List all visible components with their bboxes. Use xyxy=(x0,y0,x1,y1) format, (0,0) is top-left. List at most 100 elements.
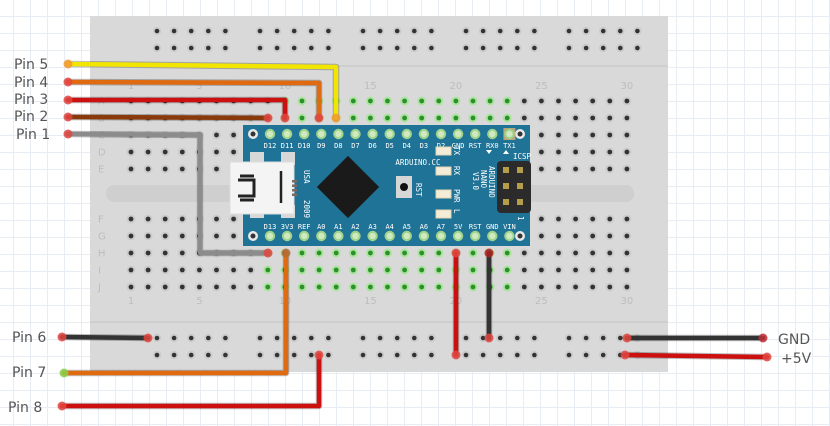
breadboard-hole[interactable] xyxy=(350,115,356,121)
rail-hole[interactable] xyxy=(583,352,589,358)
wire-pin2[interactable] xyxy=(65,114,271,121)
breadboard-hole[interactable] xyxy=(521,98,527,104)
wire-pin6-endpoint[interactable] xyxy=(143,333,153,343)
breadboard-hole[interactable] xyxy=(470,98,476,104)
breadboard-hole[interactable] xyxy=(607,250,613,256)
rail-hole[interactable] xyxy=(154,45,160,51)
rail-hole[interactable] xyxy=(618,28,623,34)
rail-hole[interactable] xyxy=(394,28,400,34)
wire-pin8-endpoint[interactable] xyxy=(57,401,67,411)
wire-5v-to-rail-endpoint[interactable] xyxy=(451,350,461,360)
wire-5v-to-rail-endpoint[interactable] xyxy=(451,248,461,258)
wire-pin4-endpoint[interactable] xyxy=(63,77,73,87)
breadboard-hole[interactable] xyxy=(248,267,254,273)
breadboard-hole[interactable] xyxy=(214,267,219,273)
breadboard-hole[interactable] xyxy=(624,216,630,222)
breadboard-hole[interactable] xyxy=(333,250,339,256)
wire-pin5[interactable] xyxy=(65,61,339,121)
breadboard-hole[interactable] xyxy=(299,284,305,290)
breadboard-hole[interactable] xyxy=(521,267,527,273)
rail-hole[interactable] xyxy=(583,335,589,341)
breadboard-hole[interactable] xyxy=(385,115,390,121)
breadboard-hole[interactable] xyxy=(419,98,425,104)
breadboard-hole[interactable] xyxy=(145,166,151,172)
breadboard-hole[interactable] xyxy=(607,216,613,222)
breadboard-hole[interactable] xyxy=(607,284,613,290)
rail-hole[interactable] xyxy=(171,335,177,341)
rail-hole[interactable] xyxy=(274,45,280,51)
rail-hole[interactable] xyxy=(497,335,503,341)
breadboard-hole[interactable] xyxy=(504,267,510,273)
rail-hole[interactable] xyxy=(583,28,589,34)
rail-hole[interactable] xyxy=(154,28,160,34)
breadboard-hole[interactable] xyxy=(419,267,425,273)
rail-hole[interactable] xyxy=(463,335,469,341)
rail-hole[interactable] xyxy=(600,45,606,51)
breadboard-hole[interactable] xyxy=(573,149,578,155)
wire-gnd-endpoint[interactable] xyxy=(622,333,632,343)
breadboard-hole[interactable] xyxy=(556,216,561,222)
rail-hole[interactable] xyxy=(154,335,160,341)
rail-hole[interactable] xyxy=(429,45,434,51)
wire-pin3-endpoint[interactable] xyxy=(63,95,73,105)
reset-button-cap[interactable] xyxy=(400,183,408,191)
rail-hole[interactable] xyxy=(463,352,469,358)
breadboard-hole[interactable] xyxy=(573,166,578,172)
breadboard-hole[interactable] xyxy=(419,115,425,121)
rail-hole[interactable] xyxy=(463,28,469,34)
breadboard-hole[interactable] xyxy=(470,284,476,290)
rail-hole[interactable] xyxy=(532,28,537,34)
breadboard-hole[interactable] xyxy=(162,284,168,290)
breadboard-hole[interactable] xyxy=(128,250,134,256)
breadboard-hole[interactable] xyxy=(350,284,356,290)
breadboard-hole[interactable] xyxy=(607,267,613,273)
breadboard-hole[interactable] xyxy=(436,98,442,104)
rail-hole[interactable] xyxy=(480,28,486,34)
rail-hole[interactable] xyxy=(326,352,331,358)
rail-hole[interactable] xyxy=(206,45,211,51)
breadboard-hole[interactable] xyxy=(521,284,527,290)
breadboard-hole[interactable] xyxy=(231,132,237,138)
breadboard-hole[interactable] xyxy=(624,132,630,138)
rail-hole[interactable] xyxy=(223,45,228,51)
breadboard-hole[interactable] xyxy=(368,267,373,273)
breadboard-hole[interactable] xyxy=(419,284,425,290)
breadboard-hole[interactable] xyxy=(265,267,271,273)
breadboard-hole[interactable] xyxy=(487,98,493,104)
breadboard-hole[interactable] xyxy=(299,267,305,273)
wire-pin1[interactable] xyxy=(65,131,271,256)
rail-hole[interactable] xyxy=(412,45,417,51)
breadboard-hole[interactable] xyxy=(607,149,613,155)
rail-hole[interactable] xyxy=(377,45,383,51)
breadboard-hole[interactable] xyxy=(556,284,561,290)
rail-hole[interactable] xyxy=(566,335,572,341)
breadboard-hole[interactable] xyxy=(539,216,544,222)
breadboard-hole[interactable] xyxy=(607,98,613,104)
breadboard-hole[interactable] xyxy=(128,267,134,273)
rail-hole[interactable] xyxy=(206,352,211,358)
rail-hole[interactable] xyxy=(600,28,606,34)
rail-hole[interactable] xyxy=(618,335,623,341)
rail-hole[interactable] xyxy=(257,352,263,358)
breadboard-hole[interactable] xyxy=(402,267,407,273)
breadboard-hole[interactable] xyxy=(624,233,630,239)
rail-hole[interactable] xyxy=(497,45,503,51)
breadboard-hole[interactable] xyxy=(368,284,373,290)
breadboard-hole[interactable] xyxy=(504,284,510,290)
breadboard-hole[interactable] xyxy=(607,166,613,172)
rail-hole[interactable] xyxy=(326,335,331,341)
rail-hole[interactable] xyxy=(326,28,331,34)
breadboard-hole[interactable] xyxy=(299,250,305,256)
rail-hole[interactable] xyxy=(532,45,537,51)
breadboard-hole[interactable] xyxy=(590,149,596,155)
rail-hole[interactable] xyxy=(171,28,177,34)
rail-hole[interactable] xyxy=(532,352,537,358)
rail-hole[interactable] xyxy=(291,28,297,34)
rail-hole[interactable] xyxy=(566,28,572,34)
breadboard-hole[interactable] xyxy=(590,267,596,273)
rail-hole[interactable] xyxy=(206,28,211,34)
rail-hole[interactable] xyxy=(188,352,194,358)
rail-hole[interactable] xyxy=(394,352,400,358)
breadboard-hole[interactable] xyxy=(128,284,134,290)
breadboard-hole[interactable] xyxy=(350,250,356,256)
